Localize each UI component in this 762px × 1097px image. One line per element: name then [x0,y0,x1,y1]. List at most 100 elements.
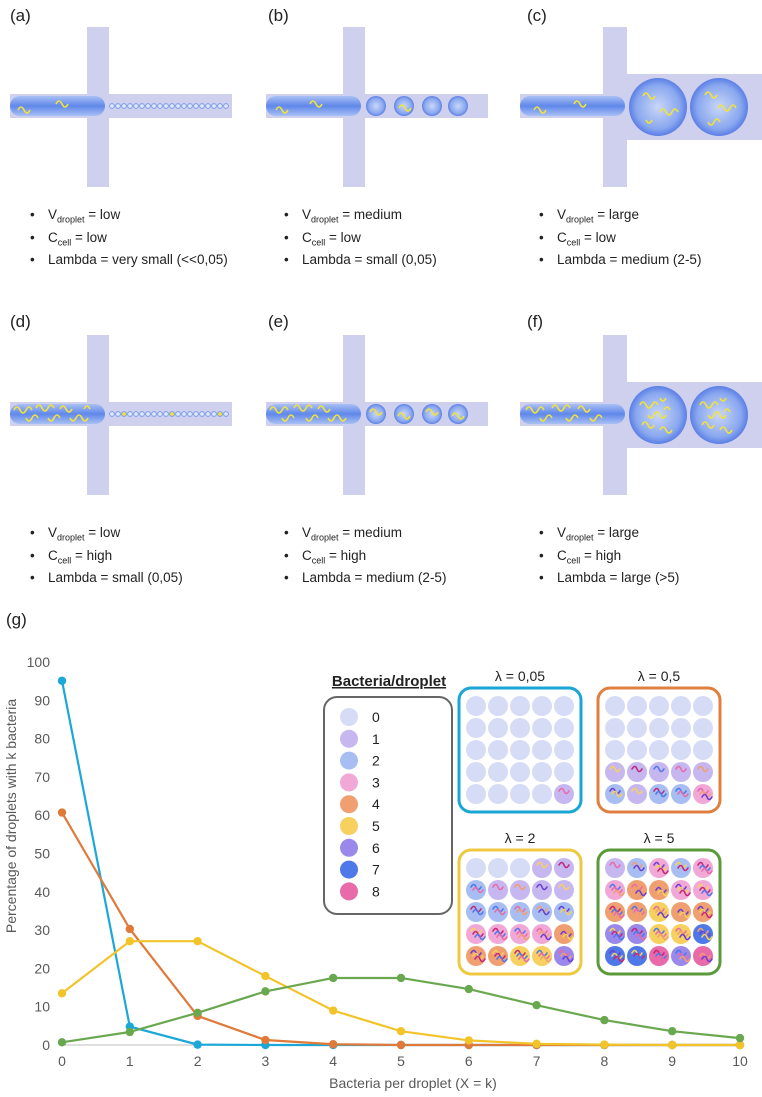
y-tick-label: 80 [34,731,50,747]
legend-swatch [340,882,358,901]
bacterium-mark [472,930,484,938]
bullet-line: •Vdroplet = medium [284,525,402,543]
data-point [57,1038,67,1047]
bacterium-mark [613,911,625,919]
bacterium-mark [514,905,526,913]
droplet-cell [605,718,625,738]
legend-swatch [340,860,358,879]
data-point [261,1040,270,1050]
y-tick-label: 10 [34,999,50,1015]
microfluidic-diagrams [10,27,762,495]
bacterium-mark [633,886,645,894]
data-point [600,1040,609,1050]
bacterium-mark [558,905,570,913]
data-point [396,1040,406,1050]
droplet-cell [466,858,486,878]
bullets-b: •Vdroplet = medium •Ccell = low •Lambda … [284,206,437,268]
droplet-cell [554,858,574,878]
panel-label-d: (d) [10,312,31,331]
droplet-cell [649,880,669,900]
bullet-line: •Lambda = small (0,05) [284,252,437,268]
bacterium-mark [540,933,552,941]
x-axis-label: Bacteria per droplet (X = k) [329,1075,497,1091]
y-tick-label: 30 [34,922,50,938]
bacterium-mark [516,908,528,916]
bacterium-mark [657,933,669,941]
bacterium-mark [536,927,548,935]
bullet-line: •Lambda = very small (<<0,05) [30,252,228,268]
droplet-cell [671,740,691,760]
bacterium-mark [655,790,667,798]
droplet-cell [649,946,669,966]
data-point [125,924,134,934]
droplet-cell [627,924,647,944]
droplet-cell [605,924,625,944]
lambda-grid-label: λ = 2 [505,830,536,846]
bacterium-mark [560,930,572,938]
bacterium-mark [677,930,689,938]
droplet-cell [627,902,647,922]
bacterium-mark [699,886,711,894]
droplet-cell [510,946,530,966]
droplet-cell [532,718,552,738]
panel-label-f: (f) [527,312,544,331]
bacterium-mark [611,952,623,960]
bacterium-mark [633,930,645,938]
bacterium-mark [675,787,687,795]
panel-label-g: (g) [6,610,27,629]
droplet-cell [627,880,647,900]
data-point [464,1040,473,1050]
data-point [735,1040,745,1050]
y-tick-label: 70 [34,769,50,785]
y-tick-label: 90 [34,692,50,708]
bacterium-mark [631,883,643,891]
legend-swatch [340,795,358,814]
droplet-cell [488,902,508,922]
legend-label: 6 [372,840,380,856]
bacterium-mark [472,886,484,894]
bacterium-mark [677,952,689,960]
droplet-cell [671,762,691,782]
droplet-cell [554,924,574,944]
bacterium-mark [631,927,643,935]
legend-label: 8 [372,883,380,899]
x-tick-label: 2 [194,1053,202,1069]
droplet-cell [693,696,713,716]
legend-label: 0 [372,709,380,725]
legend-swatch [340,751,358,770]
droplet-cell [466,762,486,782]
droplet-cell [488,740,508,760]
bullet-line: •Vdroplet = low [30,207,121,225]
y-tick-label: 40 [34,884,50,900]
droplet-cell [693,902,713,922]
droplet-cell [554,880,574,900]
bacterium-mark [675,883,687,891]
droplet-cell [627,696,647,716]
bacterium-mark [701,889,713,897]
bacterium-mark [609,883,621,891]
bacterium-mark [472,952,484,960]
legend-box [323,696,453,915]
bacterium-mark [631,787,643,795]
x-tick-label: 9 [668,1053,676,1069]
droplet-cell [510,924,530,944]
bacterium-mark [701,793,713,801]
legend-swatch [340,729,358,748]
bacterium-mark [609,765,621,773]
droplet-cell [488,762,508,782]
bacterium-mark [633,864,645,872]
chart-series [57,676,745,1050]
legend-label: 2 [372,753,380,769]
bacterium-mark [655,952,667,960]
droplet-cell [466,924,486,944]
bacterium-mark [558,927,570,935]
droplet-cell [605,740,625,760]
bacterium-mark [631,765,643,773]
droplet-cell [466,946,486,966]
lambda-grid-frame [457,848,583,976]
data-point [668,1040,677,1050]
bacterium-mark [514,927,526,935]
droplet-cell [605,696,625,716]
